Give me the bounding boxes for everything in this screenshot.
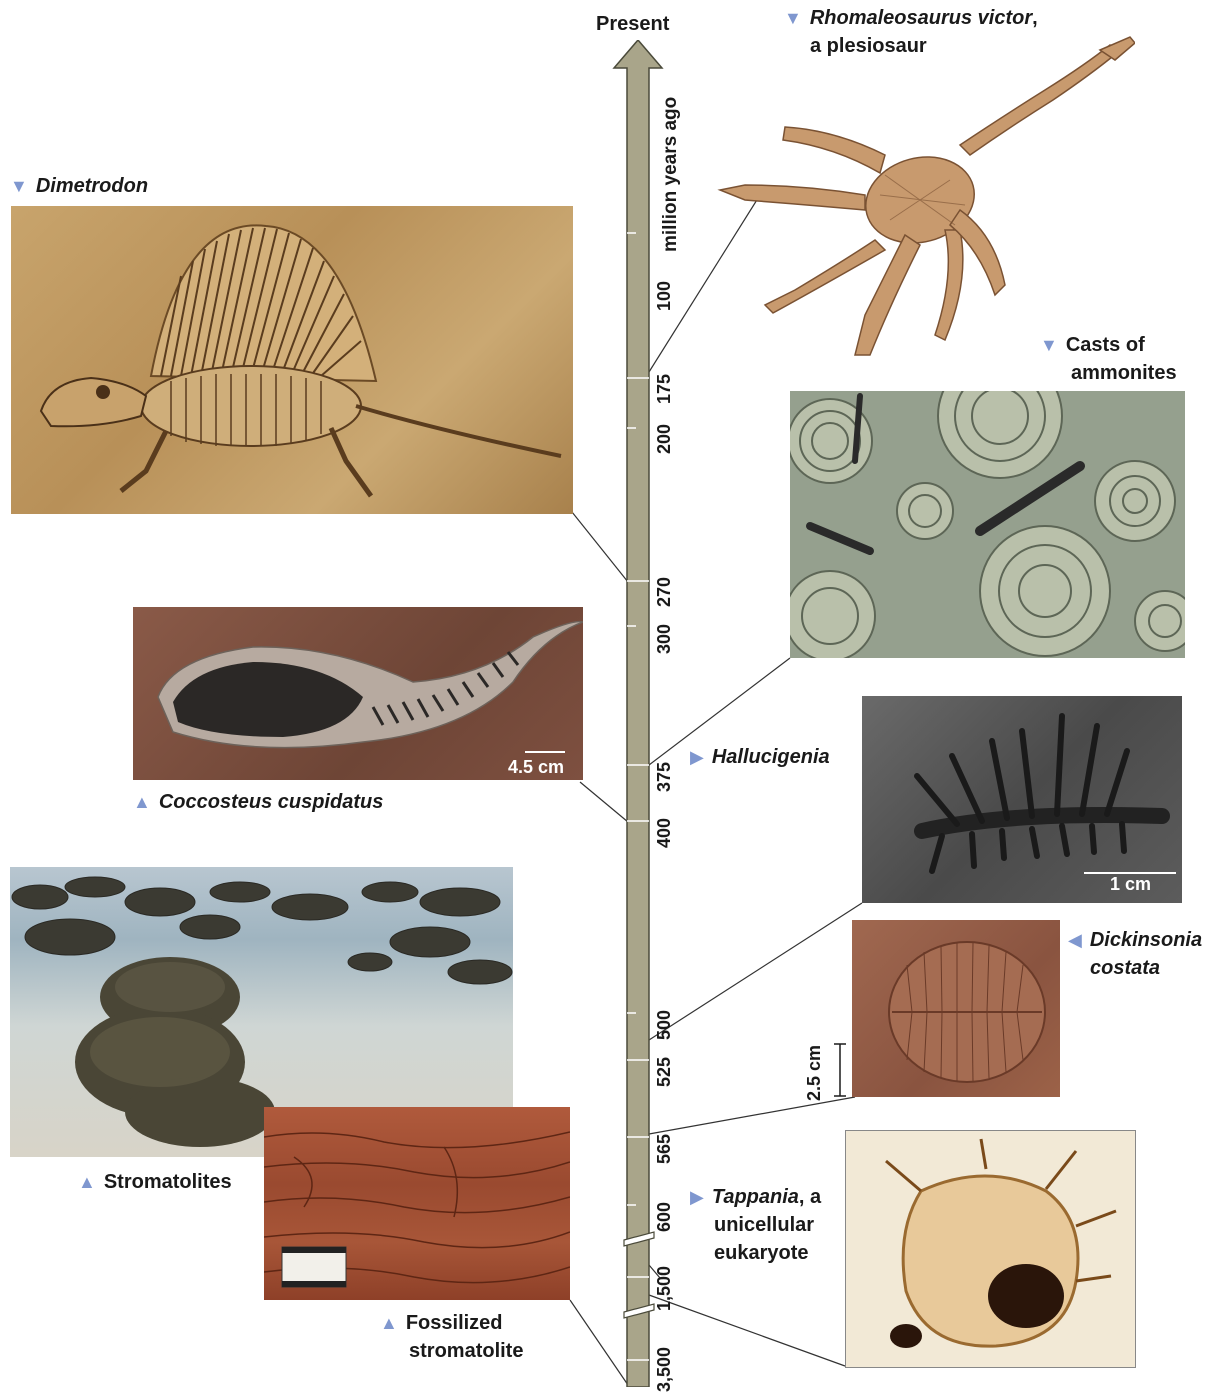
timeline-present-label: Present bbox=[596, 10, 669, 38]
tappania-label-line2: unicellular bbox=[714, 1211, 814, 1239]
up-triangle-icon: ▲ bbox=[78, 1168, 96, 1196]
tick-label-500: 500 bbox=[654, 990, 676, 1040]
dickinsonia-scale-bar bbox=[832, 1040, 848, 1100]
hallucigenia-scale-label: 1 cm bbox=[1110, 874, 1151, 895]
ammonites-fossil-image bbox=[790, 391, 1185, 658]
hallucigenia-fossil-image: 1 cm bbox=[862, 696, 1182, 903]
ammonites-label-line1: ▼Casts of bbox=[1040, 331, 1145, 359]
left-triangle-icon: ◀ bbox=[1068, 926, 1082, 954]
coccosteus-fossil-image: 4.5 cm bbox=[133, 607, 583, 780]
tappania-label-line1: ▶Tappania, a bbox=[690, 1183, 821, 1211]
up-triangle-icon: ▲ bbox=[133, 788, 151, 816]
tappania-fossil-image bbox=[845, 1130, 1136, 1368]
plesiosaur-label: ▼Rhomaleosaurus victor, bbox=[784, 4, 1038, 32]
down-triangle-icon: ▼ bbox=[784, 4, 802, 32]
right-triangle-icon: ▶ bbox=[690, 1183, 704, 1211]
down-triangle-icon: ▼ bbox=[10, 172, 28, 200]
ammonites-label-line2: ammonites bbox=[1071, 359, 1177, 387]
tick-label-525: 525 bbox=[654, 1037, 676, 1087]
timeline-axis-label: million years ago bbox=[660, 100, 684, 252]
fossilized-label-line2: stromatolite bbox=[409, 1337, 523, 1365]
tick-label-1500: 1,500 bbox=[654, 1247, 676, 1311]
tick-label-270: 270 bbox=[654, 557, 676, 607]
tick-label-100: 100 bbox=[654, 261, 676, 311]
dickinsonia-fossil-image bbox=[852, 920, 1060, 1097]
plesiosaur-fossil-image bbox=[705, 35, 1135, 360]
tick-label-400: 400 bbox=[654, 798, 676, 848]
up-triangle-icon: ▲ bbox=[380, 1309, 398, 1337]
tick-label-375: 375 bbox=[654, 742, 676, 792]
tick-label-200: 200 bbox=[654, 404, 676, 454]
tick-label-600: 600 bbox=[654, 1182, 676, 1232]
dickinsonia-label-line2: costata bbox=[1090, 954, 1160, 982]
tick-label-3500: 3,500 bbox=[654, 1328, 676, 1392]
fossilized-stromatolite-image bbox=[264, 1107, 570, 1300]
coccosteus-label: ▲Coccosteus cuspidatus bbox=[133, 788, 383, 816]
down-triangle-icon: ▼ bbox=[1040, 331, 1058, 359]
coccosteus-scale-bar bbox=[525, 751, 565, 753]
tick-label-565: 565 bbox=[654, 1114, 676, 1164]
fossilized-label-line1: ▲Fossilized bbox=[380, 1309, 503, 1337]
stromatolites-label: ▲Stromatolites bbox=[78, 1168, 232, 1196]
dickinsonia-label-line1: ◀Dickinsonia bbox=[1068, 926, 1202, 954]
right-triangle-icon: ▶ bbox=[690, 743, 704, 771]
tappania-label-line3: eukaryote bbox=[714, 1239, 809, 1267]
hallucigenia-label: ▶Hallucigenia bbox=[690, 743, 830, 771]
dickinsonia-scale-label: 2.5 cm bbox=[804, 1031, 826, 1101]
dimetrodon-fossil-image bbox=[11, 206, 573, 514]
tick-label-300: 300 bbox=[654, 604, 676, 654]
tick-label-175: 175 bbox=[654, 354, 676, 404]
coccosteus-scale-label: 4.5 cm bbox=[508, 757, 564, 778]
dimetrodon-label: ▼Dimetrodon bbox=[10, 172, 148, 200]
